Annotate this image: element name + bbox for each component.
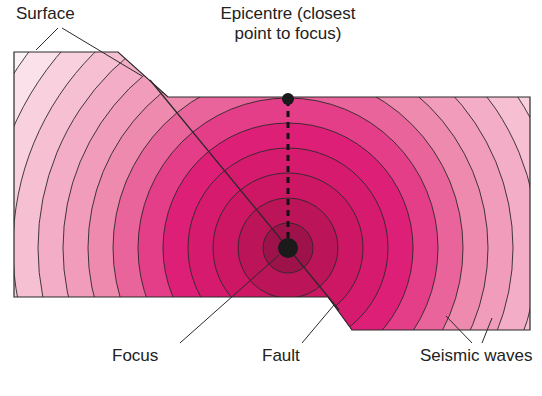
epicentre-label: Epicentre (closest point to focus) (203, 4, 373, 44)
wave-ring (38, 0, 538, 396)
leader-line (482, 318, 492, 343)
leader-line (36, 28, 58, 50)
focus-label: Focus (112, 346, 158, 366)
wave-ring (88, 48, 488, 396)
epicentre-dot (282, 93, 294, 105)
wave-ring (113, 73, 463, 396)
leader-line (446, 316, 472, 343)
wave-ring (263, 223, 313, 273)
leader-line (62, 28, 142, 76)
wave-ring (63, 23, 513, 396)
wave-ring (13, 0, 542, 396)
leader-line (302, 305, 334, 343)
seismic-waves-label: Seismic waves (420, 346, 532, 366)
wave-ring (213, 173, 363, 323)
surface-label: Surface (16, 4, 75, 24)
fault-line (150, 80, 339, 310)
focus-dot (278, 238, 298, 258)
wave-ring (138, 98, 438, 396)
leader-line (180, 255, 279, 343)
fault-label: Fault (262, 346, 300, 366)
ground-outline (14, 52, 530, 330)
epicentre-line (287, 100, 290, 248)
